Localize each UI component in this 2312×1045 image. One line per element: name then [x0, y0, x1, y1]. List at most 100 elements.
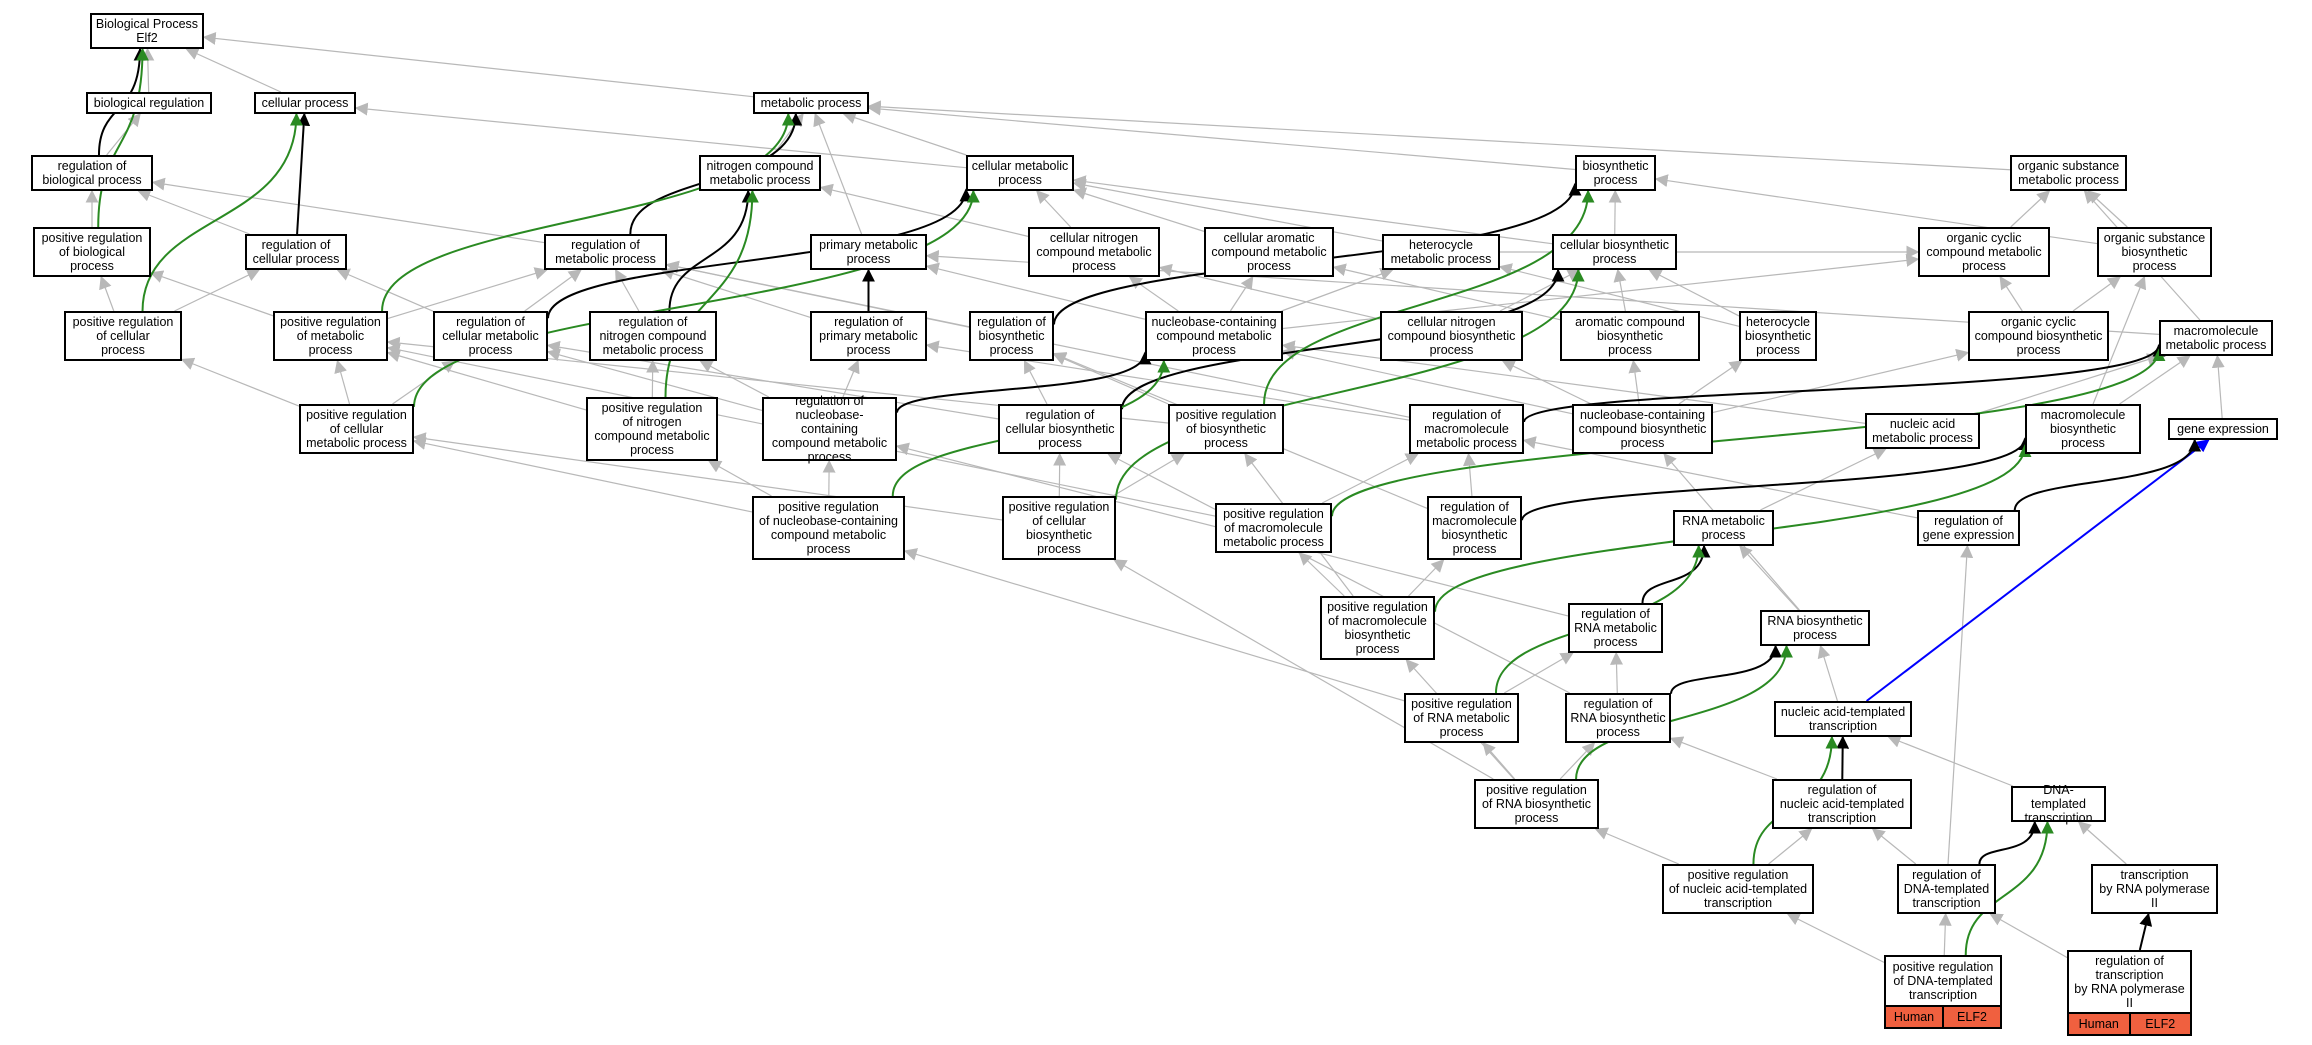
edge-is-a-regcellmet-to-regcell: [336, 268, 434, 312]
go-term-geneexp[interactable]: gene expression: [2168, 418, 2278, 440]
go-term-arombio[interactable]: aromatic compound biosynthetic process: [1560, 311, 1700, 361]
edge-regulates-regcell-to-cellproc: [296, 112, 311, 235]
go-term-nucacidtx[interactable]: nucleic acid-templated transcription: [1774, 701, 1912, 737]
edge-is-a-posregrnabio-to-posregrnamet: [1482, 742, 1516, 780]
go-term-biosyn[interactable]: biosynthetic process: [1575, 155, 1656, 191]
go-term-nucacid[interactable]: nucleic acid metabolic process: [1865, 413, 1980, 449]
edge-positively-regulates-posregmet-to-metab: [381, 112, 795, 312]
edge-is-a-posregnucacidtx-to-posregrnabio: [1594, 827, 1679, 865]
edge-is-a-posregrnabio-to-posregcellbio: [1113, 559, 1494, 780]
go-term-posregnucacidtx[interactable]: positive regulation of nucleic acid-temp…: [1662, 864, 1814, 914]
go-term-regcellmet[interactable]: regulation of cellular metabolic process: [433, 311, 548, 361]
go-term-regmacromet[interactable]: regulation of macromolecule metabolic pr…: [1409, 404, 1524, 454]
go-term-posregrnamet[interactable]: positive regulation of RNA metabolic pro…: [1404, 693, 1519, 743]
go-term-cellproc[interactable]: cellular process: [254, 92, 356, 114]
edge-is-a-primmet-to-metab: [813, 112, 863, 235]
go-term-dnatx[interactable]: DNA-templated transcription: [2011, 783, 2106, 825]
edge-is-a-posregnitro-to-posregmet: [386, 349, 587, 411]
go-term-primmet[interactable]: primary metabolic process: [810, 234, 927, 270]
go-term-posregmet[interactable]: positive regulation of metabolic process: [273, 311, 388, 361]
go-term-posregbio[interactable]: positive regulation of biological proces…: [33, 227, 151, 277]
edge-is-a-nucbio-to-nucmet: [1281, 347, 1573, 415]
go-term-regbio[interactable]: regulation of biological process: [31, 155, 153, 191]
edge-regulates-regmacrobio-to-macrobio: [1521, 437, 2032, 521]
edge-is-a-regrnabio-to-regrnamet: [1610, 651, 1624, 694]
go-term-regnitro[interactable]: regulation of nitrogen compound metaboli…: [589, 311, 717, 361]
go-term-regtxpol2[interactable]: regulation of transcription by RNA polym…: [2067, 950, 2192, 1036]
go-term-label: regulation of transcription by RNA polym…: [2074, 954, 2185, 1010]
go-term-rnabio[interactable]: RNA biosynthetic process: [1760, 610, 1870, 646]
go-term-regcell[interactable]: regulation of cellular process: [245, 234, 347, 270]
go-term-hetmet[interactable]: heterocycle metabolic process: [1382, 234, 1500, 270]
go-term-macrobio[interactable]: macromolecule biosynthetic process: [2025, 404, 2141, 454]
go-term-cellmet[interactable]: cellular metabolic process: [966, 155, 1074, 191]
go-term-nucbio[interactable]: nucleobase-containing compound biosynthe…: [1572, 404, 1713, 454]
go-term-regbiosyn[interactable]: regulation of biosynthetic process: [969, 311, 1054, 361]
edge-positively-regulates-posregcellmet-to-cellmet: [413, 189, 980, 407]
go-term-cellnitro[interactable]: cellular nitrogen compound metabolic pro…: [1028, 227, 1160, 277]
go-term-orgcyc[interactable]: organic cyclic compound metabolic proces…: [1918, 227, 2050, 277]
go-term-posregnucmet[interactable]: positive regulation of nucleobase-contai…: [752, 496, 905, 560]
go-term-txpol2[interactable]: transcription by RNA polymerase II: [2091, 864, 2218, 914]
go-term-posregmacrobio[interactable]: positive regulation of macromolecule bio…: [1320, 596, 1435, 660]
go-term-root[interactable]: Biological Process Elf2: [90, 13, 204, 49]
go-term-posregmacromet[interactable]: positive regulation of macromolecule met…: [1215, 503, 1332, 553]
go-term-regrnabio[interactable]: regulation of RNA biosynthetic process: [1565, 693, 1671, 743]
edge-is-a-cellmet-to-cellproc: [354, 102, 967, 169]
annotation-gene[interactable]: ELF2: [1942, 1007, 2000, 1027]
edge-regulates-regnitro-to-nitro: [668, 189, 755, 312]
go-term-nitro[interactable]: nitrogen compound metabolic process: [699, 155, 821, 191]
go-term-rnamet[interactable]: RNA metabolic process: [1673, 510, 1774, 546]
go-term-posregcellmet[interactable]: positive regulation of cellular metaboli…: [299, 404, 414, 454]
go-term-reggeneexp[interactable]: regulation of gene expression: [1917, 510, 2020, 546]
edge-is-a-metab-to-root: [202, 31, 754, 98]
go-term-orgsub[interactable]: organic substance metabolic process: [2010, 155, 2127, 191]
go-term-posregrnabio[interactable]: positive regulation of RNA biosynthetic …: [1474, 779, 1599, 829]
go-term-regprim[interactable]: regulation of primary metabolic process: [810, 311, 927, 361]
go-term-macromet[interactable]: macromolecule metabolic process: [2159, 320, 2273, 356]
edge-regulates-regcellmet-to-cellmet: [547, 188, 973, 319]
annotation-species[interactable]: Human: [2069, 1014, 2129, 1034]
go-term-orgcycbio[interactable]: organic cyclic compound biosynthetic pro…: [1968, 311, 2109, 361]
go-term-regnucmet[interactable]: regulation of nucleobase-containing comp…: [762, 394, 897, 464]
edge-is-a-posregrnabio-to-regrnabio: [1559, 742, 1596, 780]
edge-regulates-regdnatx-to-dnatx: [1978, 820, 2042, 865]
go-term-nucmet[interactable]: nucleobase-containing compound metabolic…: [1145, 311, 1283, 361]
annotation-species[interactable]: Human: [1886, 1007, 1942, 1027]
edge-regulates-regrnamet-to-rnamet: [1641, 544, 1711, 604]
go-term-regcellbio[interactable]: regulation of cellular biosynthetic proc…: [998, 404, 1122, 454]
go-term-orgsubbio[interactable]: organic substance biosynthetic process: [2097, 227, 2212, 277]
go-term-regmacrobio[interactable]: regulation of macromolecule biosynthetic…: [1427, 496, 1522, 560]
go-term-posregcellbio[interactable]: positive regulation of cellular biosynth…: [1002, 496, 1116, 560]
go-term-regmet[interactable]: regulation of metabolic process: [544, 234, 667, 270]
go-term-hetbio[interactable]: heterocycle biosynthetic process: [1739, 311, 1817, 361]
edge-is-a-orgsubbio-to-orgsub: [2087, 190, 2128, 228]
go-term-posregnitro[interactable]: positive regulation of nitrogen compound…: [586, 397, 718, 461]
go-term-bioreg[interactable]: biological regulation: [86, 92, 212, 114]
edge-positively-regulates-posregcell-to-cellproc: [141, 112, 303, 312]
edge-is-a-cellarom-to-cellmet: [1072, 187, 1205, 232]
edge-regulates-regmacromet-to-macromet: [1523, 343, 2166, 423]
go-term-regdnatx[interactable]: regulation of DNA-templated transcriptio…: [1897, 864, 1996, 914]
go-term-cellbiosyn[interactable]: cellular biosynthetic process: [1552, 234, 1677, 270]
go-term-regrnamet[interactable]: regulation of RNA metabolic process: [1568, 603, 1663, 653]
go-term-regnucacidtx[interactable]: regulation of nucleic acid-templated tra…: [1772, 779, 1912, 829]
edge-is-a-posregmet-to-regmet: [387, 267, 548, 320]
edge-is-a-dnatx-to-nucacidtx: [1887, 735, 2014, 787]
edge-is-a-macrobio-to-orgsubbio: [2092, 275, 2147, 405]
edge-is-a-regdnatx-to-reggeneexp: [1947, 544, 1974, 865]
edge-is-a-cellbiosyn-to-cellmet: [1072, 175, 1553, 245]
edge-is-a-cellbiosyn-to-biosyn: [1608, 189, 1622, 235]
go-term-posregcell[interactable]: positive regulation of cellular process: [64, 311, 182, 361]
edge-is-a-posregrnamet-to-regrnamet: [1503, 652, 1574, 694]
edge-is-a-orgsub-to-metab: [867, 100, 2011, 171]
go-term-cellnitrobio[interactable]: cellular nitrogen compound biosynthetic …: [1380, 311, 1523, 361]
edge-is-a-cellproc-to-root: [185, 47, 282, 93]
go-term-metab[interactable]: metabolic process: [753, 92, 869, 114]
go-term-posregdnatx[interactable]: positive regulation of DNA-templated tra…: [1884, 955, 2002, 1029]
edge-regulates-regtxpol2-to-txpol2: [2138, 912, 2153, 951]
go-term-posregbiosyn[interactable]: positive regulation of biosynthetic proc…: [1168, 404, 1284, 454]
annotation-gene[interactable]: ELF2: [2128, 1014, 2190, 1034]
go-term-cellarom[interactable]: cellular aromatic compound metabolic pro…: [1204, 227, 1334, 277]
edge-is-a-regcellmet-to-regmet: [524, 269, 582, 312]
